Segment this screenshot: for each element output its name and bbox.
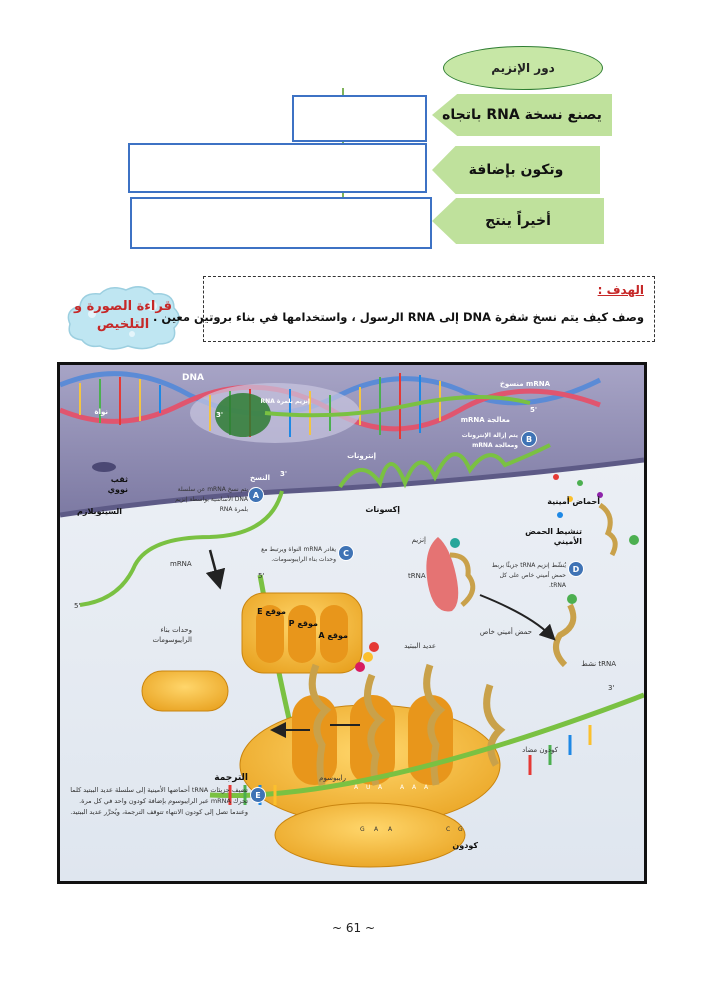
codon-label: كودون [452,841,478,850]
nuclear-pore-shape [92,462,116,472]
cloud-label: قراءة الصورة و التلخيص [74,299,172,332]
flow-step-3-label: أخيراً ينتج [485,213,551,229]
step-b-text: يتم إزالة الإنترونات ومعالجة mRNA [461,432,518,449]
flow-step-1: يصنع نسخة RNA باتجاه [432,94,612,136]
cytoplasm-label: السيتوبلازم [77,507,122,516]
base-0: A [354,784,359,791]
mrna-copied-strand [264,395,531,418]
trna-active-label: tRNA نشط [581,660,616,668]
nuclear-pore-label: ثقب نووي [107,475,128,494]
enzyme-polymerase-label: إنزيم بلمرة RNA [260,398,310,405]
step-d-text: يُنشّط إنزيم tRNA جزيئًا بربط حمض أميني … [491,562,566,589]
goal-text: وصف كيف يتم نسخ شفرة DNA إلى RNA الرسول … [153,310,644,324]
polypeptide-label: عديد الببتيد [404,642,436,650]
ribosome-label: رايبوسوم [319,774,346,782]
dna-label: DNA [182,373,204,383]
base-8: A [388,826,393,833]
introns-label: إنترونات [347,452,376,460]
trna-shape [449,552,476,607]
step-c-text: يغادر mRNA النواة ويرتبط مع وحدات بناء ا… [261,546,336,563]
flow-step-3: أخيراً ينتج [432,198,604,244]
translation-label: الترجمة [214,773,248,783]
flow-step-1-label: يصنع نسخة RNA باتجاه [442,107,602,123]
enzyme-label: إنزيم [411,536,426,544]
mrna-label: mRNA [170,560,192,568]
answer-box-2[interactable] [128,143,427,193]
site-p-label: موقع P [288,619,318,628]
rna-polymerase-shape [215,393,271,437]
goal-title: الهدف : [597,283,644,297]
aa-activation-label: تنشيط الحمض الأميني [525,527,582,546]
three-prime-label-2: 3' [280,470,288,478]
nucleus-label: نواة [94,408,108,416]
base-2: A [378,784,383,791]
step-d-badge: D [568,561,584,577]
three-prime-label-3: 3' [608,684,615,692]
flow-step-2-label: وتكون بإضافة [468,162,564,178]
site-e-label: موقع E [257,607,286,616]
exons-label: إكسونات [365,505,400,514]
mrna-processing-label: معالجة mRNA [460,416,510,424]
five-prime-label-1: 5' [530,406,538,414]
base-10: G [458,826,463,833]
page-number: ~ 61 ~ [331,921,375,935]
base-3: A [400,784,405,791]
step-e-text: تضيف جزيئات tRNA أحماضها الأمينية إلى سل… [70,786,248,816]
exiting-mrna [79,490,284,607]
goal-box: الهدف : وصف كيف يتم نسخ شفرة DNA إلى RNA… [153,276,655,342]
ribosome-units-label: وحدات بناء الرايبوسومات [152,626,192,644]
transcription-label: النسخ [249,474,270,482]
base-1: U [366,784,371,791]
five-prime-label-3: 5' [258,572,265,580]
step-e-badge: E [250,787,266,803]
site-a-label: موقع A [318,631,348,640]
ribosome-small-subunit [141,670,229,712]
mrna-copied-label: mRNA منسوخ [499,380,550,388]
step-c-badge: C [338,545,354,561]
five-prime-label-2: 5' [74,602,81,610]
flow-title-oval: دور الإنزيم [443,46,603,90]
step-b-badge: B [521,431,537,447]
base-9: C [446,826,451,833]
trna-label: tRNA [408,572,426,580]
cloud-shape [67,286,180,350]
flow-step-2: وتكون بإضافة [432,146,600,194]
base-4: A [412,784,417,791]
step-a-badge: A [248,487,264,503]
answer-box-3[interactable] [130,197,432,249]
three-prime-label-1: 3' [216,411,224,419]
amino-acids-label: أحماض أمينية [547,497,600,506]
answer-box-1[interactable] [292,95,427,142]
step-a-text: يتم نسخ mRNA عن سلسلة DNA الأساسية بواسط… [175,486,248,513]
flow-title: دور الإنزيم [491,61,555,75]
figure-illustration [60,365,644,881]
processed-mrna [338,443,551,489]
base-6: G [360,826,365,833]
anticodon-label: كودون مضاد [522,746,558,754]
base-5: A [424,784,429,791]
specific-aa-label: حمض أميني خاص [479,628,532,636]
base-7: A [374,826,379,833]
reading-cloud: قراءة الصورة و التلخيص [62,284,184,352]
protein-synthesis-figure: DNA نواة إنزيم بلمرة RNA 3' mRNA منسوخ 5… [57,362,647,884]
